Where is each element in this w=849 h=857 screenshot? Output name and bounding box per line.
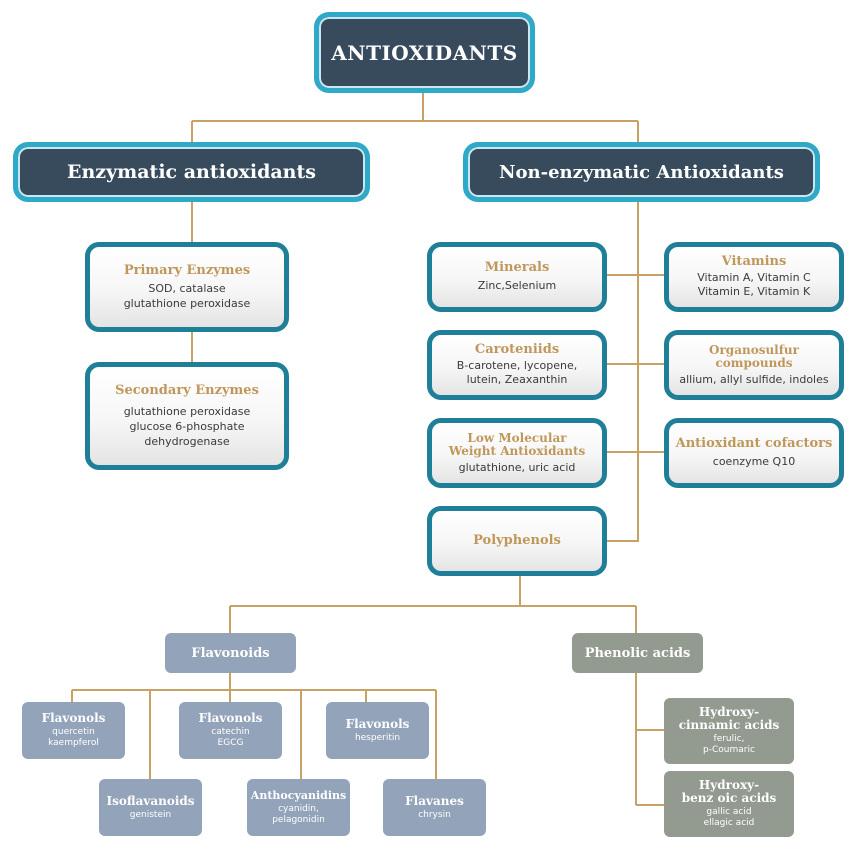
carotenoids-title: Caroteniids: [474, 342, 560, 357]
flavonols-catechin-title: Flavonols: [198, 711, 263, 725]
vitamins-desc: Vitamin A, Vitamin C Vitamin E, Vitamin …: [697, 271, 811, 298]
root-node: ANTIOXIDANTS: [314, 12, 535, 93]
anthocyanidins-node: Anthocyanidins cyanidin, pelagonidin: [247, 779, 350, 836]
vitamins-title: Vitamins: [721, 254, 787, 269]
hydroxycinnamic-title: Hydroxy- cinnamic acids: [678, 705, 780, 732]
hydroxycinnamic-node: Hydroxy- cinnamic acids ferulic, p-Couma…: [664, 698, 794, 764]
organosulfur-title: Organosulfur compounds: [709, 342, 799, 370]
primary-enzymes-card: Primary Enzymes SOD, catalase glutathion…: [85, 242, 289, 332]
connector-non-enzymatic: [604, 198, 639, 542]
secondary-enzymes-title: Secondary Enzymes: [115, 382, 259, 398]
hydroxybenzoic-node: Hydroxy- benz oic acids gallic acid ella…: [664, 771, 794, 837]
cofactors-desc: coenzyme Q10: [712, 455, 796, 468]
flavanes-desc: chrysin: [418, 809, 451, 820]
enzymatic-title: Enzymatic antioxidants: [67, 161, 316, 183]
non-enzymatic-title: Non-enzymatic Antioxidants: [499, 161, 784, 183]
flavonols-hesperitin-desc: hesperitin: [354, 732, 401, 743]
flavonols-quercetin-desc: quercetin kaempferol: [48, 727, 99, 748]
flavonoids-node: Flavonoids: [165, 633, 296, 673]
vitamins-card: Vitamins Vitamin A, Vitamin C Vitamin E,…: [664, 242, 844, 312]
secondary-enzymes-desc: glutathione peroxidase glucose 6-phospha…: [123, 404, 251, 448]
hydroxycinnamic-desc: ferulic, p-Coumaric: [703, 734, 755, 755]
flavanes-title: Flavanes: [405, 793, 464, 808]
connector-polyphenols: [229, 572, 637, 634]
connector-phenolic: [635, 672, 666, 806]
non-enzymatic-node: Non-enzymatic Antioxidants: [463, 142, 820, 202]
flavanes-node: Flavanes chrysin: [383, 779, 486, 836]
flavonols-catechin-node: Flavonols catechin EGCG: [179, 702, 282, 759]
secondary-enzymes-card: Secondary Enzymes glutathione peroxidase…: [85, 362, 289, 470]
cofactors-card: Antioxidant cofactors coenzyme Q10: [664, 418, 844, 488]
isoflavanoids-desc: genistein: [129, 809, 172, 820]
carotenoids-card: Caroteniids B-carotene, lycopene, lutein…: [427, 330, 607, 400]
root-title: ANTIOXIDANTS: [331, 40, 518, 65]
flavonoids-title: Flavonoids: [191, 645, 270, 661]
enzymatic-node: Enzymatic antioxidants: [13, 142, 370, 202]
flavonols-catechin-desc: catechin EGCG: [211, 727, 250, 748]
primary-enzymes-title: Primary Enzymes: [123, 262, 251, 278]
primary-enzymes-desc: SOD, catalase glutathione peroxidase: [123, 281, 251, 310]
isoflavanoids-title: Isoflavanoids: [106, 793, 195, 808]
flavonols-quercetin-node: Flavonols quercetin kaempferol: [22, 702, 125, 759]
phenolic-acids-node: Phenolic acids: [572, 633, 703, 673]
low-molecular-card: Low Molecular Weight Antioxidants glutat…: [427, 418, 607, 488]
anthocyanidins-desc: cyanidin, pelagonidin: [272, 804, 325, 825]
connector-flavonoids: [71, 672, 437, 779]
carotenoids-desc: B-carotene, lycopene, lutein, Zeaxanthin: [456, 359, 578, 386]
minerals-card: Minerals Zinc,Selenium: [427, 242, 607, 312]
anthocyanidins-title: Anthocyanidins: [250, 789, 347, 802]
minerals-title: Minerals: [484, 260, 550, 275]
isoflavanoids-node: Isoflavanoids genistein: [99, 779, 202, 836]
connector-root: [191, 88, 639, 146]
flavonols-hesperitin-node: Flavonols hesperitin: [326, 702, 429, 759]
polyphenols-title: Polyphenols: [473, 533, 561, 548]
cofactors-title: Antioxidant cofactors: [675, 436, 833, 451]
phenolic-acids-title: Phenolic acids: [584, 645, 691, 661]
minerals-desc: Zinc,Selenium: [477, 279, 557, 292]
hydroxybenzoic-title: Hydroxy- benz oic acids: [681, 778, 777, 805]
flavonols-quercetin-title: Flavonols: [41, 711, 106, 725]
organosulfur-desc: allium, allyl sulfide, indoles: [679, 372, 829, 386]
flavonols-hesperitin-title: Flavonols: [345, 716, 410, 731]
hydroxybenzoic-desc: gallic acid ellagic acid: [703, 807, 755, 828]
low-molecular-title: Low Molecular Weight Antioxidants: [448, 430, 586, 458]
low-molecular-desc: glutathione, uric acid: [458, 460, 576, 474]
organosulfur-card: Organosulfur compounds allium, allyl sul…: [664, 330, 844, 400]
polyphenols-card: Polyphenols: [427, 506, 607, 576]
